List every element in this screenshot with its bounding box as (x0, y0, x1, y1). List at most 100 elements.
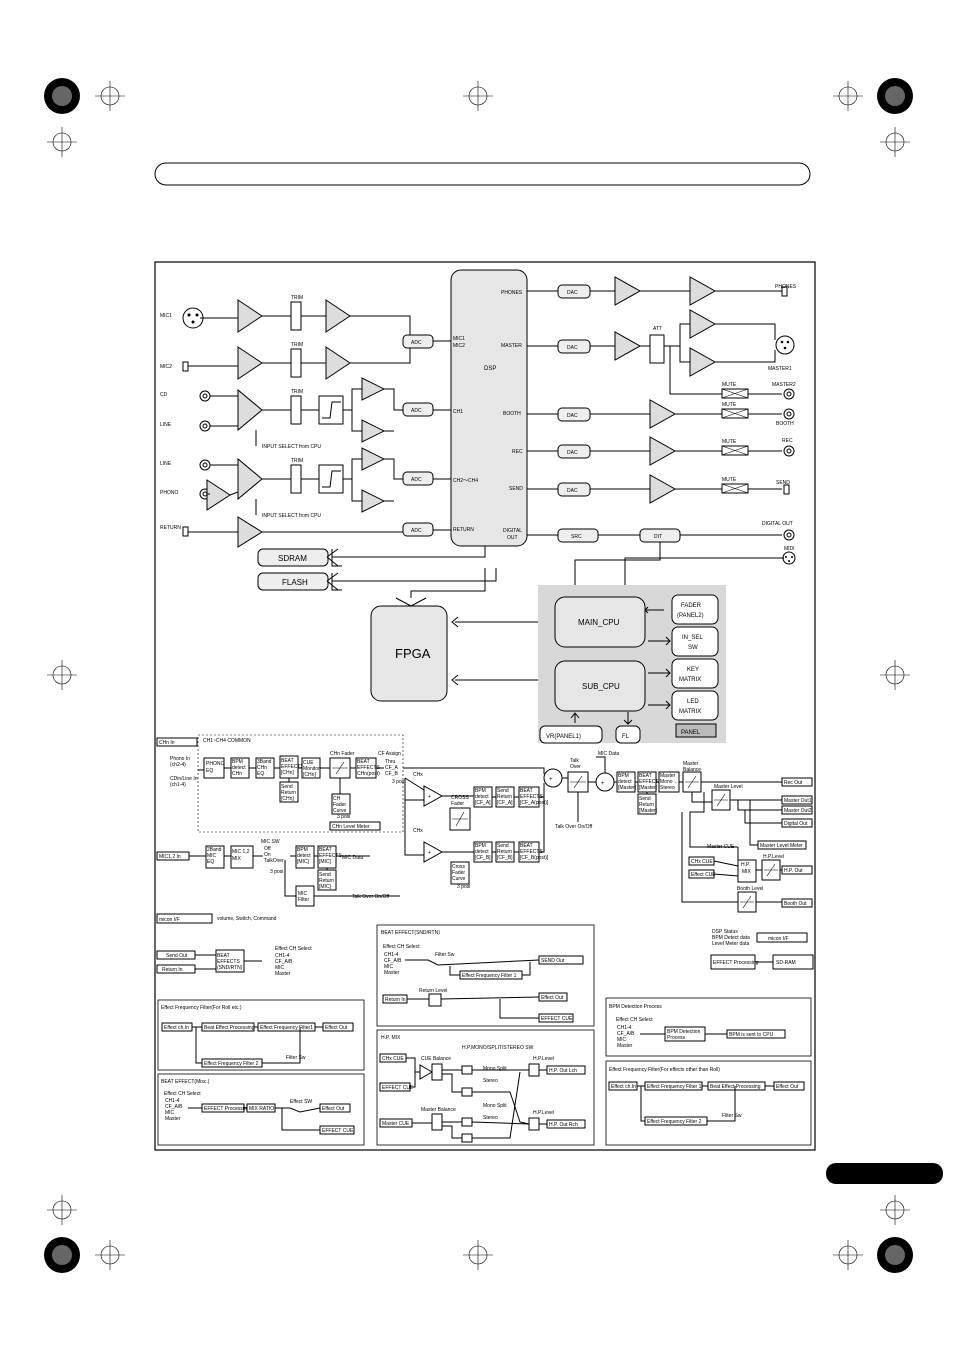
svg-text:detect: detect (618, 779, 632, 785)
svg-text:MIC1,2 In: MIC1,2 In (159, 854, 181, 860)
in-phono: PHONO (160, 490, 178, 496)
svg-text:Booth Level: Booth Level (737, 886, 763, 892)
svg-text:CF_B: CF_B (385, 771, 398, 777)
svg-text:INPUT SELECT from CPU: INPUT SELECT from CPU (262, 513, 321, 519)
dsp-out-digital2: OUT (507, 535, 518, 541)
dsp-out-master: MASTER (501, 343, 522, 349)
svg-text:SRC: SRC (571, 534, 582, 540)
svg-text:BPM: BPM (232, 759, 243, 765)
svg-text:Master Level: Master Level (714, 784, 743, 790)
svg-text:[Master]: [Master] (618, 785, 637, 791)
svg-text:Cross: Cross (452, 864, 466, 870)
svg-text:Master CUE: Master CUE (707, 844, 735, 850)
in-return: RETURN (160, 525, 181, 531)
svg-text:Stereo: Stereo (483, 1078, 498, 1084)
svg-text:Return: Return (639, 802, 654, 808)
svg-text:(ch1-4): (ch1-4) (170, 782, 186, 788)
svg-text:MAIN_CPU: MAIN_CPU (578, 618, 620, 627)
svg-text:Talk Over On/Off: Talk Over On/Off (352, 894, 390, 900)
dsp-in-mic: MIC1 (453, 336, 465, 342)
svg-text:Send Out: Send Out (166, 953, 188, 959)
svg-text:Return Level: Return Level (419, 988, 447, 994)
svg-text:MIX RATIO: MIX RATIO (249, 1106, 274, 1112)
svg-text:CH1-4: CH1-4 (617, 1025, 632, 1031)
sdram-label: SDRAM (278, 554, 307, 563)
svg-text:Master CUE: Master CUE (382, 1121, 410, 1127)
svg-text:Phono In: Phono In (170, 756, 190, 762)
svg-text:TRIM: TRIM (291, 342, 303, 348)
svg-text:Send: Send (319, 872, 331, 878)
svg-text:BEAT EFFECT(SND/RTN): BEAT EFFECT(SND/RTN) (381, 930, 440, 936)
dsp-in-mic2: MIC2 (453, 343, 465, 349)
in-mic2: MIC2 (160, 364, 172, 370)
svg-text:BEAT: BEAT (319, 847, 332, 853)
svg-text:Send: Send (281, 784, 293, 790)
svg-text:3Band: 3Band (257, 759, 272, 765)
dsp-in-ch24: CH2～CH4 (453, 478, 478, 484)
svg-text:MUTE: MUTE (722, 402, 737, 408)
svg-text:[MIC]: [MIC] (319, 859, 332, 865)
svg-text:BPM: BPM (618, 773, 629, 779)
svg-text:H.P.MONO/SPLIT/STEREO SW: H.P.MONO/SPLIT/STEREO SW (462, 1045, 534, 1051)
svg-text:+: + (601, 781, 605, 787)
svg-text:Off: Off (264, 846, 271, 852)
svg-text:Effect Frequency Filter 2: Effect Frequency Filter 2 (204, 1061, 259, 1067)
svg-text:Master: Master (683, 761, 699, 767)
svg-text:MIC: MIC (207, 853, 217, 859)
svg-text:EFFECTS: EFFECTS (319, 853, 342, 859)
svg-text:+: + (428, 850, 431, 856)
svg-text:Level Meter data: Level Meter data (712, 941, 749, 947)
svg-text:CH1-4: CH1-4 (275, 953, 290, 959)
svg-text:Effect Out: Effect Out (325, 1025, 348, 1031)
svg-text:ADC: ADC (411, 477, 422, 483)
svg-text:detect: detect (232, 765, 246, 771)
dsp-block (450, 269, 528, 547)
svg-text:Master Balance: Master Balance (421, 1107, 456, 1113)
svg-text:detect: detect (475, 849, 489, 855)
svg-text:Thru: Thru (385, 759, 396, 765)
svg-text:EFFECTS: EFFECTS (217, 959, 240, 965)
svg-text:Stereo: Stereo (483, 1115, 498, 1121)
svg-text:Send: Send (497, 843, 509, 849)
dsp-title: DSP (484, 366, 496, 372)
trim-label: TRIM (291, 295, 303, 301)
dsp-in-ch1: CH1 (453, 409, 463, 415)
svg-text:3 posi: 3 posi (392, 779, 405, 785)
svg-text:CF_A/B: CF_A/B (165, 1104, 183, 1110)
svg-text:Monitor: Monitor (303, 766, 320, 772)
svg-text:[MIC]: [MIC] (319, 884, 332, 890)
svg-text:MIC: MIC (165, 1110, 175, 1116)
svg-text:TalkOver: TalkOver (264, 858, 284, 864)
svg-text:Effect Frequency Filter(For ef: Effect Frequency Filter(For effects othe… (609, 1067, 720, 1073)
svg-text:Filter Sw: Filter Sw (722, 1113, 742, 1119)
svg-text:2Band: 2Band (207, 847, 222, 853)
svg-text:[CF_B]: [CF_B] (497, 855, 513, 861)
svg-text:BPM: BPM (475, 843, 486, 849)
svg-text:BPM: BPM (475, 788, 486, 794)
dsp-out-digital: DIGITAL (503, 528, 522, 534)
svg-text:ADC: ADC (411, 340, 422, 346)
panel-in-sel: IN_SEL (682, 635, 703, 641)
input-section: MIC1 MIC2 CD LINE LINE PHONO RETURN (160, 307, 211, 537)
svg-text:DAC: DAC (567, 488, 578, 494)
svg-text:Effect CH Select: Effect CH Select (616, 1017, 653, 1023)
svg-text:CDin/Line In: CDin/Line In (170, 776, 198, 782)
svg-text:[CHn]: [CHn] (281, 770, 294, 776)
svg-text:Effect Frequency Filter(For Ro: Effect Frequency Filter(For Roll etc.) (161, 1005, 242, 1011)
svg-text:MUTE: MUTE (722, 439, 737, 445)
svg-text:Effect CH Select: Effect CH Select (164, 1091, 201, 1097)
svg-text:H.P. MIX: H.P. MIX (381, 1035, 401, 1041)
svg-text:BPM: BPM (297, 847, 308, 853)
svg-text:Master: Master (617, 1043, 633, 1049)
svg-text:Curve: Curve (452, 876, 466, 882)
svg-text:Send: Send (639, 796, 651, 802)
panel-key: KEY (687, 667, 699, 673)
svg-text:Filter Sw: Filter Sw (435, 952, 455, 958)
svg-text:CF_A/B: CF_A/B (617, 1031, 635, 1037)
svg-text:Stereo: Stereo (660, 785, 675, 791)
svg-text:Return: Return (319, 878, 334, 884)
svg-text:DAC: DAC (567, 413, 578, 419)
diagram-frame (154, 261, 816, 1151)
svg-text:BEAT: BEAT (639, 773, 652, 779)
